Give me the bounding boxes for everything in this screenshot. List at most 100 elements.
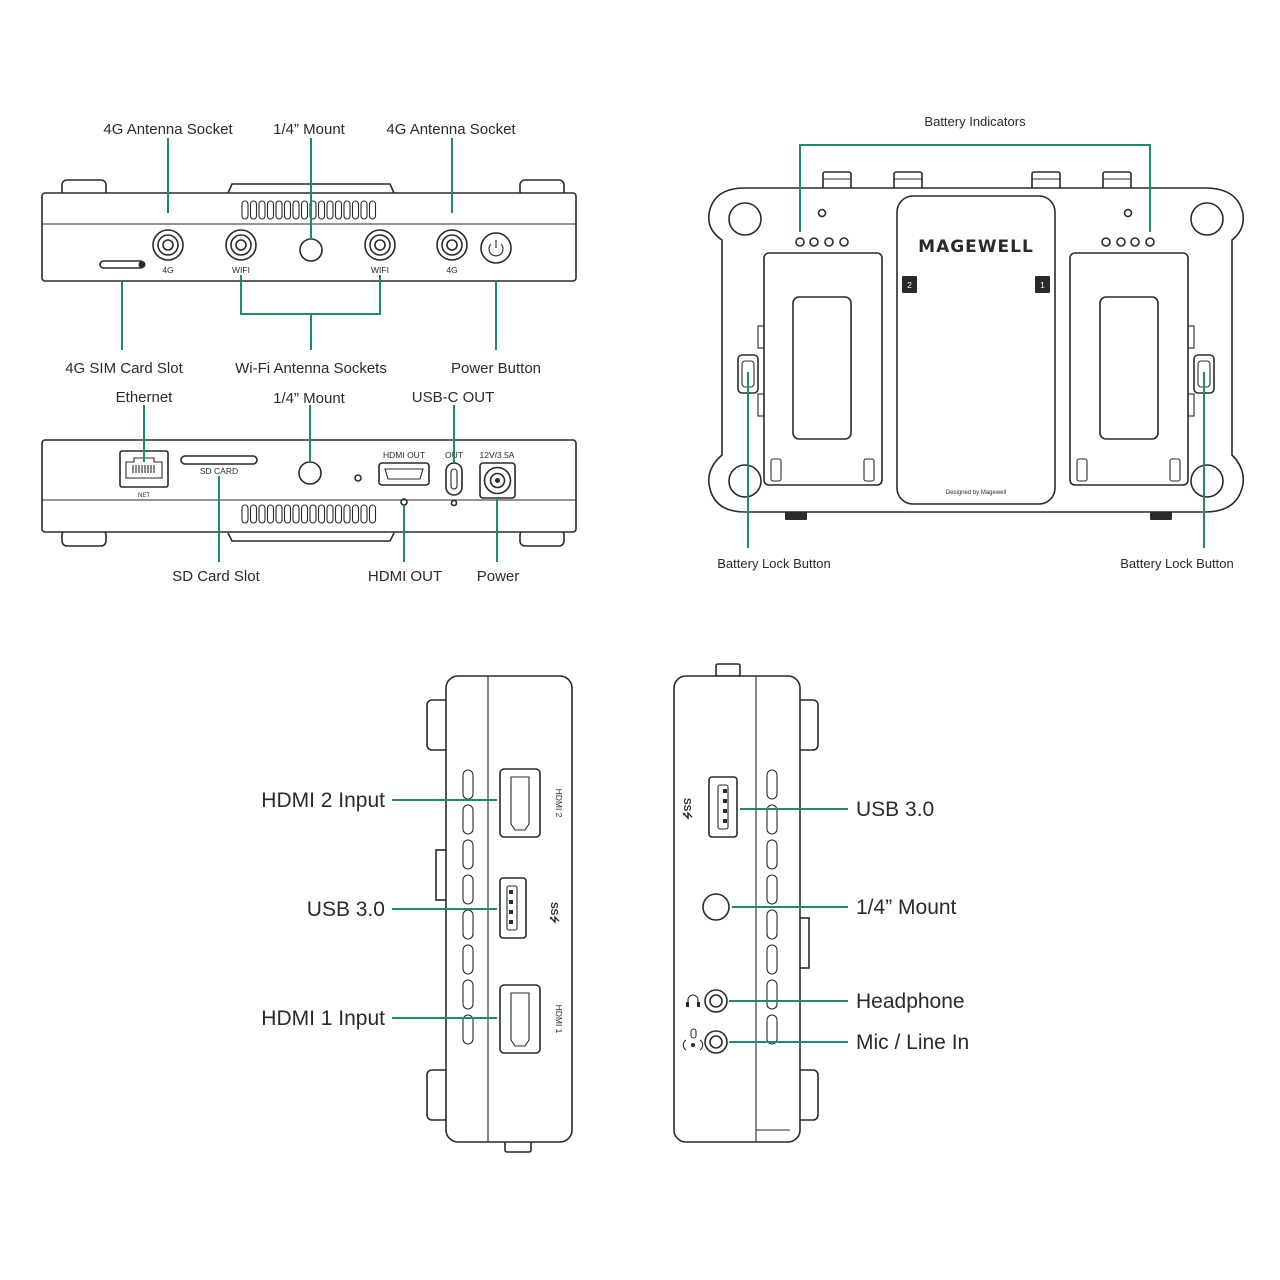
indicator-dot xyxy=(354,474,362,482)
battery-indicator-leds-left xyxy=(795,208,849,247)
vent-slot xyxy=(462,1014,474,1045)
label-mount-top: 1/4” Mount xyxy=(273,121,346,138)
right-side-view: SS⭍ xyxy=(673,663,819,1143)
vent-slot xyxy=(334,200,343,220)
bottom-view: NET SD CARD HDMI OUT OUT 12V/3.5A xyxy=(41,439,577,547)
left-side-leaders xyxy=(392,799,497,1019)
label-mount-side: 1/4” Mount xyxy=(856,896,957,919)
ss-usb-logo-left: SS⭍ xyxy=(548,902,560,924)
wifi-antenna-socket-right xyxy=(364,229,396,261)
4g-antenna-socket-left xyxy=(152,229,184,261)
hdmi-out-port xyxy=(378,462,430,486)
back-view: MAGEWELL Designed by Magewell 2 1 xyxy=(707,171,1245,520)
vent-slot xyxy=(462,944,474,975)
vent-slot xyxy=(326,200,334,220)
print-sd-card: SD CARD xyxy=(200,466,238,476)
label-ethernet: Ethernet xyxy=(116,389,174,406)
vent-slot xyxy=(351,200,360,220)
label-hdmi-2-input: HDMI 2 Input xyxy=(261,789,385,812)
port-print-wifi-right: WIFI xyxy=(371,265,389,275)
label-hdmi-1-input: HDMI 1 Input xyxy=(261,1007,385,1030)
bottom-view-leaders xyxy=(143,405,498,562)
sd-card-slot xyxy=(180,455,258,465)
ethernet-port xyxy=(119,450,169,488)
usb-3-port-left xyxy=(499,877,527,939)
vent-slot xyxy=(300,200,309,220)
label-sim-card-slot: 4G SIM Card Slot xyxy=(65,360,183,377)
battery-bay-1 xyxy=(1069,252,1195,486)
vent-slot xyxy=(766,804,778,835)
vent-slot xyxy=(266,200,275,220)
label-4g-antenna-socket-left: 4G Antenna Socket xyxy=(103,121,233,138)
left-side-view: HDMI 2 SS⭍ HDMI 1 xyxy=(426,675,573,1153)
vent-slot xyxy=(266,504,275,524)
label-usb-c-out: USB-C OUT xyxy=(412,389,495,406)
label-usb-3-right: USB 3.0 xyxy=(856,798,934,821)
designed-by-print: Designed by Magewell xyxy=(946,490,1006,496)
vent-slot xyxy=(309,504,317,524)
port-print-4g-left: 4G xyxy=(162,265,173,275)
print-hdmi-2: HDMI 2 xyxy=(554,789,564,818)
vent-slot xyxy=(249,504,258,524)
vent-slot xyxy=(766,769,778,800)
4g-antenna-socket-right xyxy=(436,229,468,261)
label-power-button: Power Button xyxy=(451,360,541,377)
vent-slot xyxy=(292,504,300,524)
usb-3-port-right xyxy=(708,776,738,838)
top-view: 4G WIFI WIFI 4G xyxy=(41,179,577,282)
mount-hole-side xyxy=(702,893,730,921)
vent-slot xyxy=(334,504,343,524)
vent-slot xyxy=(241,200,249,220)
vent-slot xyxy=(462,979,474,1010)
power-button xyxy=(480,232,512,264)
vent-slot xyxy=(766,944,778,975)
brand-logo: MAGEWELL xyxy=(918,237,1034,257)
vent-slots-bottom xyxy=(241,504,377,524)
label-hdmi-out: HDMI OUT xyxy=(368,568,442,585)
label-battery-indicators: Battery Indicators xyxy=(924,114,1026,129)
port-print-wifi-left: WIFI xyxy=(232,265,250,275)
hdmi-2-port xyxy=(499,768,541,838)
sim-card-slot xyxy=(99,260,146,269)
label-sd-card-slot: SD Card Slot xyxy=(172,568,260,585)
vent-slot xyxy=(343,504,351,524)
vent-slot xyxy=(766,909,778,940)
label-battery-lock-left: Battery Lock Button xyxy=(717,556,830,571)
vent-slot xyxy=(766,1014,778,1045)
battery-bay-2 xyxy=(757,252,883,486)
mic-line-in-jack xyxy=(682,1028,728,1054)
headphone-jack xyxy=(686,989,728,1013)
label-headphone: Headphone xyxy=(856,990,965,1013)
print-net: NET xyxy=(138,493,150,499)
vent-slot xyxy=(300,504,309,524)
vent-slot xyxy=(241,504,249,524)
label-usb-3-left: USB 3.0 xyxy=(307,898,385,921)
vent-slot xyxy=(766,839,778,870)
vent-slot xyxy=(462,874,474,905)
vent-slot xyxy=(317,504,326,524)
vent-slot xyxy=(283,200,292,220)
label-power: Power xyxy=(477,568,520,585)
vent-slot xyxy=(351,504,360,524)
vent-slot xyxy=(249,200,258,220)
slot-2-badge: 2 xyxy=(907,280,912,290)
vent-slot xyxy=(258,200,266,220)
vent-slot xyxy=(766,874,778,905)
slot-1-badge: 1 xyxy=(1040,280,1045,290)
vent-slot xyxy=(283,504,292,524)
vent-slot xyxy=(326,504,334,524)
vent-slot xyxy=(368,504,377,524)
vent-slot xyxy=(462,804,474,835)
vent-slot xyxy=(360,504,368,524)
vent-slot xyxy=(275,200,283,220)
wifi-antenna-socket-left xyxy=(225,229,257,261)
print-hdmi-out: HDMI OUT xyxy=(383,450,425,460)
battery-indicator-leds-right xyxy=(1101,208,1155,247)
vent-slot xyxy=(343,200,351,220)
vent-slot xyxy=(360,200,368,220)
port-print-4g-right: 4G xyxy=(446,265,457,275)
right-side-leaders xyxy=(729,808,848,1043)
vent-slot xyxy=(292,200,300,220)
top-view-leaders xyxy=(121,138,497,350)
